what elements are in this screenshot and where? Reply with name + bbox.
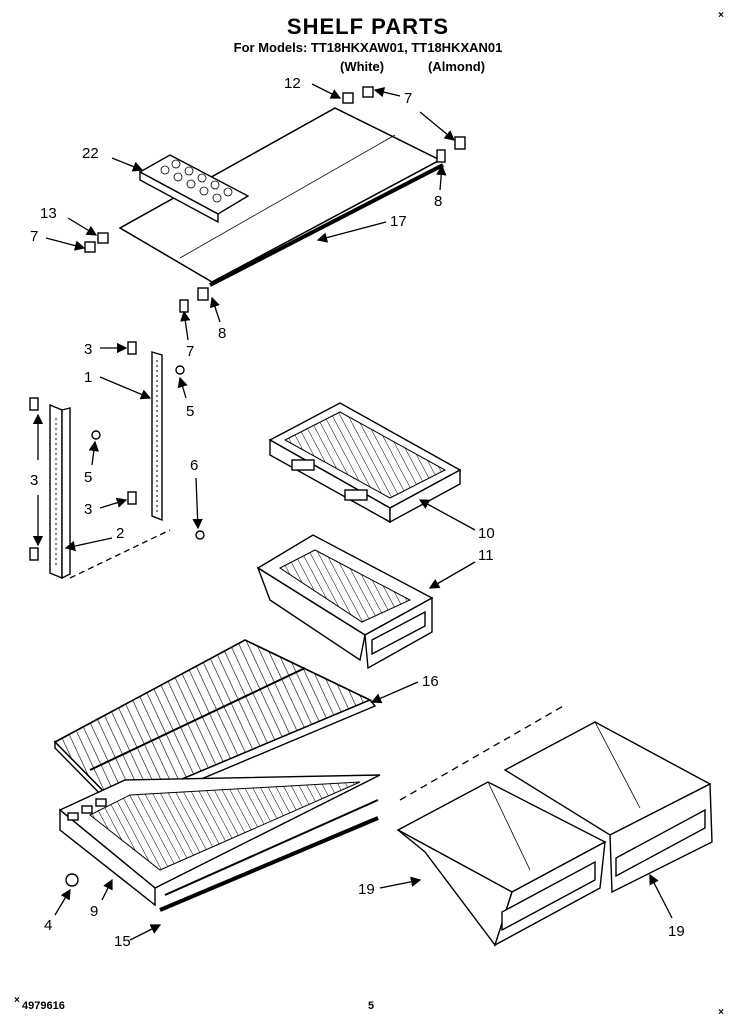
model-numbers: For Models: TT18HKXAW01, TT18HKXAN01: [233, 40, 503, 55]
callout-12: 12: [284, 75, 301, 92]
callout-17: 17: [390, 213, 407, 230]
callout-7: 7: [186, 343, 194, 360]
callout-labels: 12 7 22 8 13 7 17 7 8 3 1 5 5 3 6 3 2 10…: [30, 75, 685, 950]
callout-10: 10: [478, 525, 495, 542]
callout-3: 3: [84, 341, 92, 358]
crisper-drawer-right: [503, 721, 713, 894]
document-number: 4979616: [22, 1000, 65, 1012]
callout-16: 16: [422, 673, 439, 690]
leader-lines: [32, 83, 673, 941]
callout-2: 2: [116, 525, 124, 542]
ice-cube-tray: [138, 154, 250, 224]
meat-keeper-cover: [268, 402, 462, 524]
callout-5: 5: [186, 403, 194, 420]
callout-4: 4: [44, 917, 52, 934]
corner-mark-bottom-right: ×: [718, 1007, 724, 1018]
callout-22: 22: [82, 145, 99, 162]
shelf-rails: [29, 341, 205, 580]
page-number: 5: [368, 1000, 375, 1012]
callout-7: 7: [404, 90, 412, 107]
callout-13: 13: [40, 205, 57, 222]
callout-8: 8: [218, 325, 226, 342]
callout-6: 6: [190, 457, 198, 474]
callout-19: 19: [358, 881, 375, 898]
callout-5: 5: [84, 469, 92, 486]
meat-keeper-drawer: [256, 534, 434, 670]
callout-19: 19: [668, 923, 685, 940]
variant-white: (White): [340, 59, 385, 74]
corner-mark-top-right: ×: [718, 10, 724, 21]
callout-8: 8: [434, 193, 442, 210]
callout-3: 3: [30, 472, 38, 489]
callout-11: 11: [478, 547, 494, 564]
callout-15: 15: [114, 933, 131, 950]
page-title: SHELF PARTS: [286, 14, 450, 39]
crisper-drawer-left: [396, 781, 607, 947]
freezer-wire-shelf: [118, 107, 444, 287]
callout-9: 9: [90, 903, 98, 920]
callout-7: 7: [30, 228, 38, 245]
corner-mark-bottom-left: ×: [14, 995, 20, 1006]
callout-3: 3: [84, 501, 92, 518]
callout-1: 1: [84, 369, 92, 386]
variant-almond: (Almond): [428, 59, 486, 74]
crisper-cover: [58, 774, 381, 912]
